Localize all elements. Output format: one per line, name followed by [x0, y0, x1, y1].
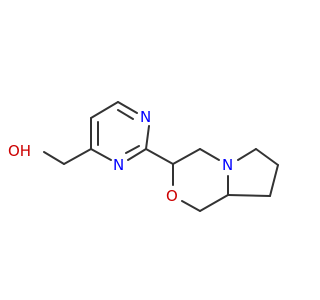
bond-oh-ch2 — [43, 151, 65, 165]
bond-c7-c8 — [269, 164, 279, 197]
bond-n1-c2 — [145, 125, 150, 150]
bridgehead-nitrogen-label: N — [222, 156, 233, 174]
bond-c6-c7 — [255, 148, 279, 166]
ring-oxygen-label: O — [166, 187, 178, 205]
bond-c2-n3-inner — [125, 145, 140, 154]
pyrimidine-nitrogen-top-label: N — [140, 108, 151, 126]
pyrimidine-nitrogen-bottom-label: N — [113, 156, 124, 174]
hydroxyl-label: OH — [8, 142, 31, 160]
bond-c8-c8a — [227, 194, 271, 197]
bond-c8a-c1 — [199, 194, 229, 212]
bond-n3-c4 — [90, 148, 112, 161]
bond-ch2-c4 — [63, 148, 92, 165]
bond-c1-o2 — [181, 200, 201, 212]
bond-c2-n3 — [127, 148, 147, 161]
molecule-diagram: OH N N N O — [8, 101, 279, 212]
bond-c2-c3 — [145, 148, 174, 165]
bond-n5-c6 — [237, 148, 257, 161]
bond-c6-n1-inner — [117, 109, 134, 120]
bond-c5-c6 — [90, 101, 119, 119]
bond-c6-n1 — [117, 101, 138, 114]
bond-c3-c4oxa — [172, 148, 201, 165]
bond-c4oxa-n5 — [199, 148, 220, 161]
